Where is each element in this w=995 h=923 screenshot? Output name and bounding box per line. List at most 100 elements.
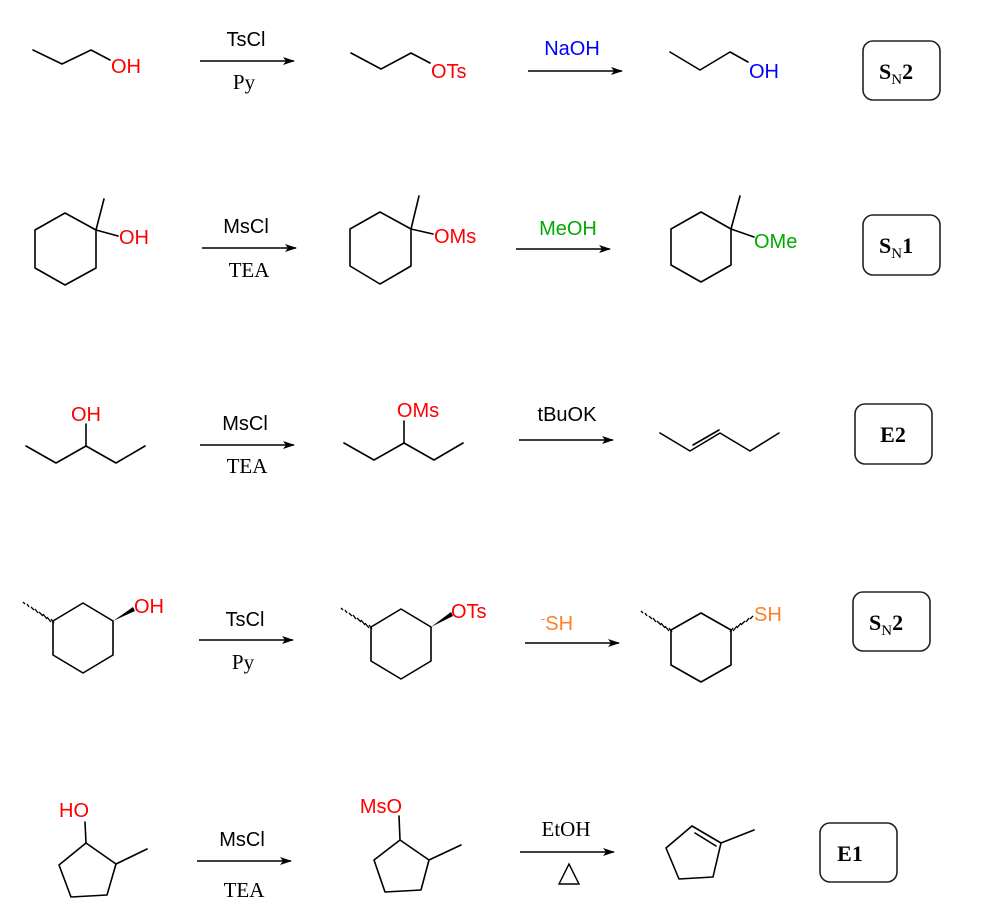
cyclopentene-ring bbox=[665, 825, 722, 880]
hydroxyl-label: OH bbox=[119, 227, 149, 249]
methylcyclohexyl-tosylate-stereo-structure: OTs bbox=[340, 601, 487, 680]
hydroxyl-label: OH bbox=[111, 56, 141, 78]
reagent-top: MsCl bbox=[219, 829, 265, 851]
hashed-wedge-methyl bbox=[340, 607, 373, 630]
methylcyclopentyl-mesylate-structure: MsO bbox=[360, 796, 462, 893]
mechanism-label: E1 bbox=[837, 841, 863, 866]
cyclohexane-ring bbox=[670, 612, 732, 683]
propanol-structure: OH bbox=[32, 49, 141, 78]
reagent-top: MsCl bbox=[223, 216, 269, 238]
methyl-bond bbox=[95, 198, 105, 231]
oxygen-bond bbox=[84, 821, 87, 844]
oxygen-bond bbox=[730, 228, 755, 238]
hashed-wedge-thiol bbox=[729, 615, 754, 633]
carbon-chain bbox=[25, 445, 146, 464]
hydroxyl-label: OH bbox=[134, 596, 164, 618]
methyl-bond bbox=[410, 195, 420, 230]
methoxy-methylcyclohexane-structure: OMe bbox=[670, 195, 797, 283]
methyl-bond bbox=[730, 195, 741, 230]
double-bond-line bbox=[692, 429, 720, 446]
reaction-arrow-step1: TsCl Py bbox=[199, 609, 294, 674]
solid-wedge-tosylate bbox=[431, 612, 453, 627]
reaction-arrow-step2: MeOH bbox=[516, 218, 611, 253]
methylcyclohexanol-structure: OH bbox=[34, 198, 149, 286]
mechanism-label: SN1 bbox=[879, 233, 913, 262]
mechanism-badge: E1 bbox=[819, 822, 898, 883]
pentyl-mesylate-structure: OMs bbox=[343, 400, 464, 461]
hydroxyl-label: OH bbox=[749, 61, 779, 83]
cyclopentane-ring bbox=[58, 842, 117, 898]
reagent-top: tBuOK bbox=[538, 404, 598, 426]
mechanism-badge: SN1 bbox=[862, 214, 941, 276]
reaction-arrow-step1: MsCl TEA bbox=[197, 829, 292, 902]
carbon-chain bbox=[659, 432, 780, 452]
reaction-row-5: HO MsCl TEA MsO EtOH E1 bbox=[58, 796, 898, 902]
solid-wedge-hydroxyl bbox=[113, 607, 135, 621]
cyclohexane-ring bbox=[52, 602, 114, 674]
propyl-tosylate-structure: OTs bbox=[350, 52, 467, 83]
carbon-chain bbox=[32, 49, 111, 65]
mechanism-badge: SN2 bbox=[852, 591, 931, 652]
reagent-top: TsCl bbox=[227, 29, 266, 51]
cyclopentane-ring bbox=[373, 839, 430, 893]
methoxy-label: OMe bbox=[754, 231, 797, 253]
oxygen-bond bbox=[95, 229, 119, 237]
methylcyclohexyl-mesylate-structure: OMs bbox=[349, 195, 476, 285]
methylcyclohexanethiol-stereo-structure: SH bbox=[640, 604, 782, 683]
propanol-product-structure: OH bbox=[669, 51, 779, 83]
reagent-top: EtOH bbox=[542, 817, 591, 841]
tosylate-label: OTs bbox=[451, 601, 487, 623]
reagent-top: MsCl bbox=[222, 413, 268, 435]
methyl-bond bbox=[428, 844, 462, 861]
methylcyclopentanol-structure: HO bbox=[58, 800, 148, 898]
reagent-top: TsCl bbox=[226, 609, 265, 631]
mechanism-badge: E2 bbox=[854, 403, 933, 465]
tosylate-label: OTs bbox=[431, 61, 467, 83]
reagent-top: MeOH bbox=[539, 218, 597, 240]
reaction-arrow-step2: -SH bbox=[525, 611, 620, 647]
reagent-bottom: TEA bbox=[229, 258, 271, 282]
reaction-arrow-step1: TsCl Py bbox=[200, 29, 295, 94]
mechanism-label: E2 bbox=[880, 422, 906, 447]
reaction-arrow-step1: MsCl TEA bbox=[202, 216, 297, 282]
methylcyclopentene-structure bbox=[665, 825, 755, 880]
hydroxyl-label: OH bbox=[71, 404, 101, 426]
carbon-chain bbox=[343, 442, 464, 461]
reaction-row-3: OH MsCl TEA OMs tBuOK E2 bbox=[25, 400, 933, 478]
reaction-arrow-step2: NaOH bbox=[528, 38, 623, 75]
mechanism-label: SN2 bbox=[869, 610, 903, 639]
reaction-row-2: OH MsCl TEA OMs MeOH OMe SN1 bbox=[34, 195, 941, 286]
cyclohexane-ring bbox=[349, 211, 412, 285]
methyl-bond bbox=[115, 848, 148, 865]
reaction-row-4: OH TsCl Py OTs -SH bbox=[22, 591, 931, 683]
reaction-arrow-step2: EtOH bbox=[520, 817, 615, 885]
reagent-top: -SH bbox=[541, 611, 573, 635]
reaction-row-1: OH TsCl Py OTs NaOH OH SN2 bbox=[32, 29, 941, 101]
hydroxyl-label: HO bbox=[59, 800, 89, 822]
cyclohexane-ring bbox=[670, 211, 732, 283]
methylcyclohexanol-stereo-structure: OH bbox=[22, 596, 164, 674]
reagent-bottom: Py bbox=[232, 650, 255, 674]
mechanism-badge: SN2 bbox=[862, 40, 941, 101]
cyclohexane-ring bbox=[370, 608, 432, 680]
mesylate-label: OMs bbox=[397, 400, 439, 422]
pentanol-structure: OH bbox=[25, 404, 146, 464]
reaction-arrow-step1: MsCl TEA bbox=[200, 413, 295, 478]
reagent-bottom: TEA bbox=[224, 878, 266, 902]
double-bond-line bbox=[694, 832, 717, 847]
methyl-bond bbox=[720, 829, 755, 844]
mechanism-label: SN2 bbox=[879, 59, 913, 88]
carbon-chain bbox=[350, 52, 431, 70]
reagent-bottom: Py bbox=[233, 70, 256, 94]
carbon-chain bbox=[669, 51, 749, 71]
thiol-label: SH bbox=[754, 604, 782, 626]
mesylate-label: OMs bbox=[434, 226, 476, 248]
hashed-wedge-methyl bbox=[640, 610, 673, 633]
reagent-bottom: TEA bbox=[227, 454, 269, 478]
hashed-wedge-methyl bbox=[22, 601, 55, 624]
reaction-arrow-step2: tBuOK bbox=[519, 404, 614, 444]
oxygen-bond bbox=[398, 815, 401, 841]
oxygen-bond bbox=[410, 228, 434, 235]
heat-delta-icon bbox=[557, 862, 581, 885]
